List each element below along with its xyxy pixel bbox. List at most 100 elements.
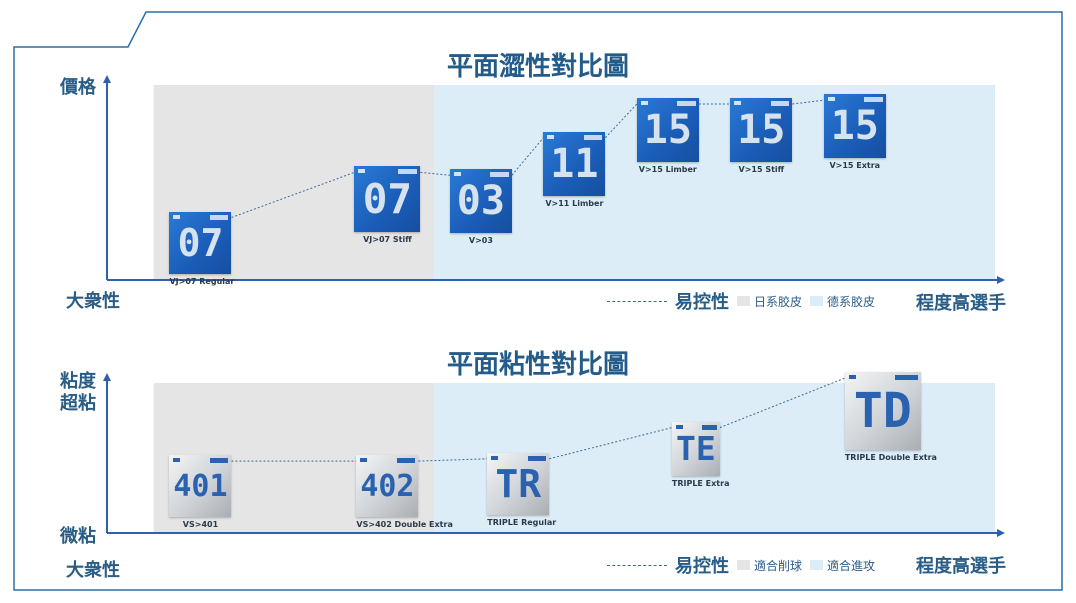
product-label: TRIPLE Extra bbox=[671, 478, 730, 488]
product-tag-strip bbox=[397, 169, 418, 175]
y-axis-arrow bbox=[103, 75, 111, 83]
brand-logo-icon bbox=[358, 169, 366, 174]
product-tag-strip bbox=[209, 214, 229, 220]
product-tag-strip bbox=[209, 458, 229, 464]
rubber-sheet-image: 07 bbox=[169, 211, 232, 274]
rubber-sheet-image: 15 bbox=[636, 98, 699, 162]
chart-2-legend: 易控性 適合削球 適合進攻 bbox=[607, 552, 875, 578]
chart-1-ylabel: 價格 bbox=[60, 77, 96, 98]
chart-1-plot bbox=[103, 75, 1005, 284]
product-tag-strip bbox=[527, 455, 547, 461]
product-tag-strip bbox=[895, 375, 918, 381]
brand-logo-icon bbox=[827, 97, 835, 102]
rubber-sheet-image: TD bbox=[844, 372, 921, 451]
rubber-logo-text: 07 bbox=[177, 220, 224, 265]
x-axis-arrow bbox=[997, 276, 1005, 284]
legend-label-german: 德系胶皮 bbox=[827, 294, 876, 309]
product-label: VS>402 Double Extra bbox=[356, 520, 453, 530]
rubber-logo-text: 11 bbox=[550, 140, 599, 187]
legend-dash-line bbox=[607, 564, 667, 566]
product-label: TRIPLE Regular bbox=[487, 517, 557, 527]
rubber-sheet-image: 402 bbox=[356, 455, 419, 518]
y-axis-arrow bbox=[103, 373, 111, 381]
legend-swatch-attack bbox=[810, 560, 824, 570]
legend-item-german: 德系胶皮 bbox=[810, 293, 875, 310]
rubber-logo-text: TD bbox=[853, 383, 912, 440]
product-label: VS>401 bbox=[182, 520, 219, 530]
legend-item-chop: 適合削球 bbox=[737, 557, 802, 574]
product-triple-extra: TE TRIPLE Extra bbox=[671, 421, 730, 488]
chart-2-ylabel-bottom: 微粘 bbox=[60, 526, 96, 547]
rubber-sheet-image: 15 bbox=[730, 98, 793, 162]
rubber-logo-text: TR bbox=[495, 461, 542, 506]
product-tag-strip bbox=[864, 97, 883, 103]
brand-logo-icon bbox=[173, 214, 181, 219]
product-triple-double-extra: TD TRIPLE Double Extra bbox=[844, 372, 937, 463]
brand-logo-icon bbox=[848, 375, 856, 380]
x-axis-arrow bbox=[997, 529, 1005, 537]
rubber-sheet-image: TR bbox=[487, 452, 550, 515]
rubber-sheet-image: 03 bbox=[449, 169, 512, 234]
legend-label-japanese: 日系胶皮 bbox=[754, 294, 803, 309]
product-tag-strip bbox=[583, 134, 603, 140]
legend-item-attack: 適合進攻 bbox=[810, 557, 875, 574]
region-band-2 bbox=[434, 85, 995, 280]
rubber-logo-text: 402 bbox=[360, 468, 415, 504]
brand-logo-icon bbox=[675, 424, 683, 429]
rubber-sheet-image: 15 bbox=[823, 94, 886, 159]
brand-logo-icon bbox=[640, 101, 648, 105]
chart-2-ylabel-top-2: 超粘 bbox=[60, 393, 96, 414]
chart-1-xlabel-right: 程度高選手 bbox=[916, 293, 1006, 314]
chart-1-xlabel-left: 大衆性 bbox=[66, 291, 120, 312]
chart-2-xlabel-right: 程度高選手 bbox=[916, 556, 1006, 577]
chart-2-ylabel-top-1: 粘度 bbox=[60, 371, 96, 392]
rubber-logo-text: TE bbox=[676, 429, 716, 469]
rubber-logo-text: 15 bbox=[643, 107, 692, 153]
product-tag-strip bbox=[396, 458, 416, 464]
product-tag-strip bbox=[490, 172, 509, 178]
chart-2-xlabel-left: 大衆性 bbox=[66, 560, 120, 581]
brand-logo-icon bbox=[453, 172, 461, 177]
product-label: VJ>07 Stiff bbox=[363, 235, 412, 245]
brand-logo-icon bbox=[491, 455, 499, 460]
product-triple-regular: TR TRIPLE Regular bbox=[487, 452, 557, 527]
product-tag-strip bbox=[702, 424, 717, 430]
legend-swatch-chop bbox=[737, 560, 750, 570]
legend-item-japanese: 日系胶皮 bbox=[737, 293, 802, 310]
legend-dash-line bbox=[607, 300, 667, 302]
rubber-logo-text: 15 bbox=[737, 107, 786, 153]
chart-2-title: 平面粘性對比圖 bbox=[446, 350, 629, 380]
legend-line-label: 易控性 bbox=[675, 556, 729, 577]
product-tag-strip bbox=[677, 101, 696, 106]
rubber-logo-text: 401 bbox=[173, 468, 228, 504]
product-label: TRIPLE Double Extra bbox=[844, 453, 937, 463]
product-label: V>15 Limber bbox=[638, 165, 697, 174]
brand-logo-icon bbox=[547, 134, 555, 139]
product-label: V>15 Extra bbox=[829, 161, 881, 171]
brand-logo-icon bbox=[734, 101, 742, 105]
legend-label-chop: 適合削球 bbox=[754, 558, 803, 573]
brand-logo-icon bbox=[360, 458, 368, 463]
legend-label-attack: 適合進攻 bbox=[827, 558, 876, 573]
chart-1-legend: 易控性 日系胶皮 德系胶皮 bbox=[607, 288, 875, 314]
brand-logo-icon bbox=[173, 458, 181, 463]
rubber-sheet-image: 11 bbox=[543, 131, 606, 196]
rubber-sheet-image: 07 bbox=[354, 166, 421, 233]
product-tag-strip bbox=[770, 101, 790, 106]
rubber-sheet-image: TE bbox=[671, 421, 720, 476]
rubber-logo-text: 15 bbox=[830, 103, 879, 150]
rubber-logo-text: 07 bbox=[362, 175, 413, 224]
product-label: VJ>07 Regular bbox=[169, 276, 235, 286]
product-label: V>03 bbox=[468, 236, 493, 246]
chart-1-title: 平面澀性對比圖 bbox=[446, 52, 629, 82]
product-label: V>11 Limber bbox=[545, 198, 604, 208]
